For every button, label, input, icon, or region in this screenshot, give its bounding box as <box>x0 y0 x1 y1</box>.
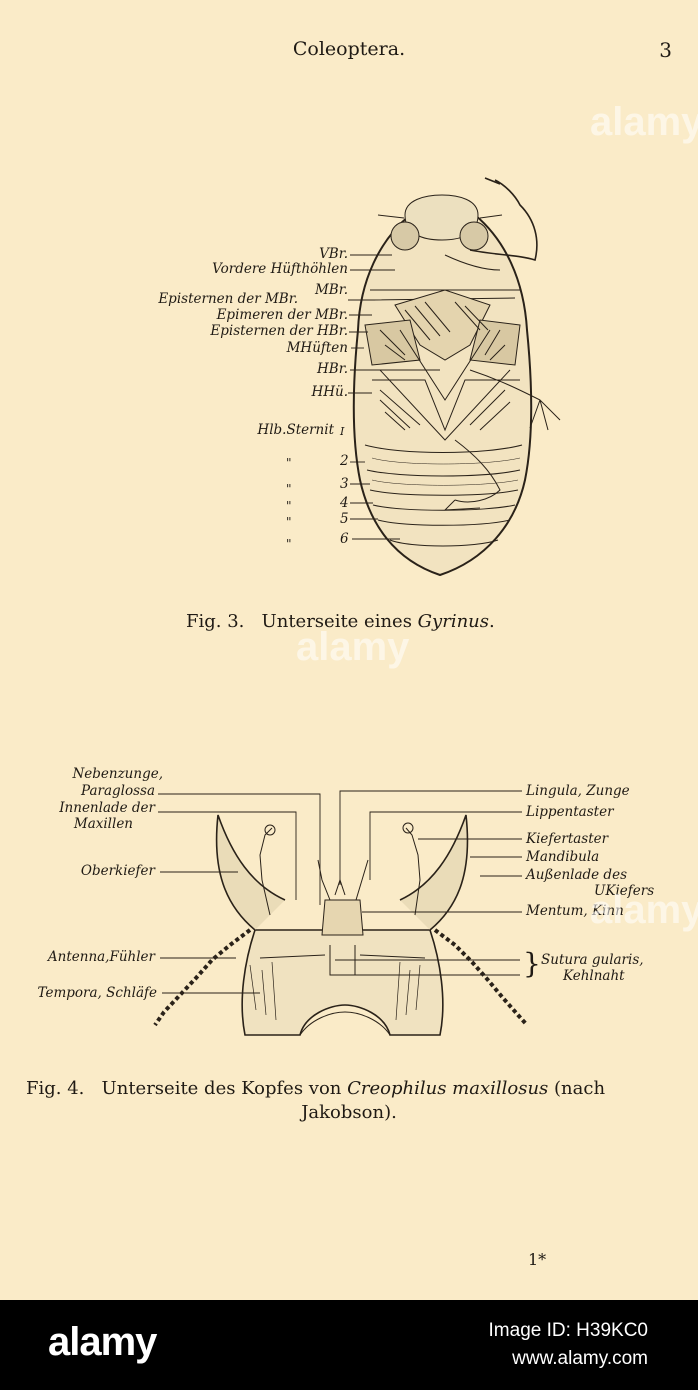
running-head: Coleoptera. <box>292 38 406 60</box>
image-id: Image ID: H39KC0 <box>488 1320 648 1341</box>
fig3-caption-end: . <box>489 611 495 632</box>
ditto-mark: " <box>286 456 292 470</box>
label-hhue: HHü. <box>311 384 348 400</box>
watermark: alamy <box>590 100 698 144</box>
label-aussenlade: Außenlade des <box>526 867 627 883</box>
label-hlb-sternit: Hlb.Sternit <box>257 422 334 438</box>
fig3-caption-text: Fig. 3. Unterseite eines <box>186 611 418 632</box>
label-oberkiefer: Oberkiefer <box>80 863 155 879</box>
label-episternen-mbr: Episternen der MBr. <box>158 291 298 307</box>
figures-illustration <box>153 177 561 1036</box>
label-kehlnaht: Kehlnaht <box>563 968 625 984</box>
signature-mark: 1* <box>528 1250 547 1269</box>
fig4-caption: Fig. 4. Unterseite des Kopfes von Creoph… <box>26 1078 676 1099</box>
fig4-caption-text: Fig. 4. Unterseite des Kopfes von <box>26 1078 348 1099</box>
fig4-caption-line2: Jakobson). <box>301 1102 397 1123</box>
fig3-leader-lines <box>348 254 440 540</box>
label-sutura-gularis: Sutura gularis, <box>541 952 644 968</box>
ditto-mark: " <box>286 537 292 551</box>
label-mandibula: Mandibula <box>526 849 600 865</box>
label-mhueften: MHüften <box>286 340 348 356</box>
ditto-mark: " <box>286 499 292 513</box>
book-page: Coleoptera. 3 <box>26 38 698 1269</box>
label-paraglossa: Paraglossa <box>80 783 155 799</box>
label-epimeren-mbr: Epimeren der MBr. <box>216 307 348 323</box>
footer-url: www.alamy.com <box>512 1348 648 1369</box>
label-mentum: Mentum, Kinn <box>526 903 624 919</box>
fig4-caption-species: Creophilus maxillosus <box>347 1078 549 1099</box>
watermark: alamy <box>590 888 698 932</box>
label-maxillen: Maxillen <box>73 816 133 832</box>
fig4-leader-lines <box>158 790 522 994</box>
sternite-number-6: 6 <box>340 531 349 547</box>
label-innenlade: Innenlade der <box>59 800 155 816</box>
label-tempora: Tempora, Schläfe <box>37 985 157 1001</box>
creophilus-head-drawing <box>153 814 529 1036</box>
sternite-number-5: 5 <box>340 511 349 527</box>
label-vordere-huefthoehlen: Vordere Hüfthöhlen <box>212 261 348 277</box>
label-nebenzunge: Nebenzunge, <box>72 766 163 782</box>
alamy-logo: alamy <box>48 1320 157 1364</box>
ditto-mark: " <box>286 515 292 529</box>
page-number: 3 <box>659 38 672 62</box>
sternite-number-1: I <box>340 425 345 438</box>
ditto-mark: " <box>286 482 292 496</box>
gyrinus-beetle-drawing <box>352 177 561 577</box>
label-vbr: VBr. <box>319 246 348 262</box>
sternite-number-4: 4 <box>340 495 349 511</box>
sternite-number-3: 3 <box>340 476 349 492</box>
brace: } <box>523 947 541 980</box>
label-lingula: Lingula, Zunge <box>526 783 630 799</box>
stock-footer: alamy Image ID: H39KC0 www.alamy.com <box>0 1300 698 1390</box>
label-ukiefers: UKiefers <box>594 883 655 899</box>
fig3-caption-genus: Gyrinus <box>417 611 490 632</box>
sternite-number-2: 2 <box>340 453 349 469</box>
fig4-caption-end: (nach <box>548 1078 606 1099</box>
label-mbr: MBr. <box>314 282 348 298</box>
label-hbr: HBr. <box>317 361 348 377</box>
label-lippentaster: Lippentaster <box>526 804 614 820</box>
label-kiefertaster: Kiefertaster <box>526 831 609 847</box>
fig3-caption: Fig. 3. Unterseite eines Gyrinus. <box>186 611 495 632</box>
label-antenna: Antenna,Fühler <box>47 949 155 965</box>
watermark: alamy <box>296 625 410 669</box>
label-episternen-hbr: Episternen der HBr. <box>210 323 348 339</box>
